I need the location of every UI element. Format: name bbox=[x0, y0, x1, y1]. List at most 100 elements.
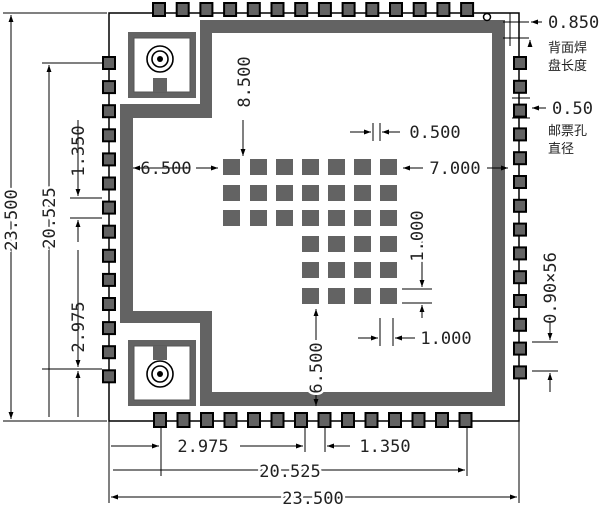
pad-left-10-core bbox=[104, 274, 114, 285]
pad-right-8-core bbox=[515, 224, 525, 235]
dim-pad-pitch-bottom: 1.350 bbox=[359, 437, 410, 457]
grid-pad-r1-c7 bbox=[380, 159, 397, 175]
pad-top-4-core bbox=[225, 4, 236, 15]
pads-right bbox=[513, 56, 527, 380]
antenna-connector-top bbox=[128, 32, 196, 98]
grid-pad-r6-c6 bbox=[354, 288, 371, 304]
pad-bottom-9-core bbox=[343, 414, 353, 426]
grid-pad-r1-c2 bbox=[250, 159, 267, 175]
grid-pad-r3-c4 bbox=[302, 210, 319, 226]
dim-inner-left: 6.500 bbox=[140, 159, 191, 179]
dim-pad-span-bottom: 20.525 bbox=[259, 462, 320, 482]
grid-pad-r4-c5 bbox=[328, 236, 345, 252]
pad-left-5-core bbox=[104, 154, 114, 165]
grid-pad-r5-c7 bbox=[380, 262, 397, 278]
dim-pad-span-left: 20.525 bbox=[40, 187, 60, 248]
grid-pad-r6-c5 bbox=[328, 288, 345, 304]
pad-right-5-core bbox=[515, 153, 525, 164]
grid-pad-r2-c1 bbox=[223, 185, 240, 201]
pad-top-6-core bbox=[272, 4, 283, 15]
pad-left-6-core bbox=[104, 178, 114, 189]
pad-bottom-3-core bbox=[202, 414, 212, 426]
pad-top-14-core bbox=[462, 4, 473, 15]
grid-pad-r4-c4 bbox=[302, 236, 319, 252]
note-hole-diameter-label-1: 邮票孔 bbox=[548, 124, 587, 139]
dim-width-overall: 23.500 bbox=[282, 489, 343, 509]
dim-inner-bottom: 6.500 bbox=[307, 342, 327, 393]
pad-top-2-core bbox=[177, 4, 188, 15]
pad-bottom-13-core bbox=[437, 414, 447, 426]
grid-pad-r5-c6 bbox=[354, 262, 371, 278]
pad-left-14-core bbox=[104, 371, 114, 382]
note-hole-diameter-value: 0.50 bbox=[552, 99, 593, 119]
antenna-connector-bottom bbox=[128, 340, 196, 406]
grid-pad-r1-c4 bbox=[302, 159, 319, 175]
pad-bottom-7-core bbox=[296, 414, 306, 426]
pad-right-12-core bbox=[515, 319, 525, 330]
note-pad-length-value: 0.850 bbox=[548, 13, 599, 33]
pads-bottom bbox=[153, 412, 473, 428]
grid-pad-r6-c4 bbox=[302, 288, 319, 304]
dim-pad-offset-bottom: 2.975 bbox=[177, 437, 228, 457]
pad-bottom-8-core bbox=[319, 414, 330, 426]
dim-inner-right: 7.000 bbox=[429, 159, 480, 179]
note-pad-length-label-2: 盘长度 bbox=[548, 58, 587, 74]
grid-pad-r3-c5 bbox=[328, 210, 345, 226]
dim-grid-pitch-vertical: 1.000 bbox=[408, 210, 428, 261]
dim-pad-pitch-left: 1.350 bbox=[69, 125, 89, 176]
pad-left-7-core bbox=[104, 202, 114, 213]
grid-pad-r3-c1 bbox=[223, 210, 240, 226]
pad-top-10-core bbox=[367, 4, 378, 15]
pad-right-2-core bbox=[515, 81, 525, 92]
pads-left bbox=[102, 56, 116, 384]
dim-grid-gap: 0.500 bbox=[409, 123, 460, 143]
pad-right-7-core bbox=[515, 200, 525, 211]
pad-left-2-core bbox=[104, 82, 114, 93]
pad-left-12-core bbox=[104, 323, 114, 334]
grid-pad-r3-c6 bbox=[354, 210, 371, 226]
pads-top bbox=[152, 2, 475, 17]
grid-pad-r1-c5 bbox=[328, 159, 345, 175]
pad-right-4-core bbox=[515, 129, 525, 140]
grid-pad-r1-c3 bbox=[276, 159, 293, 175]
pad-bottom-11-core bbox=[390, 414, 400, 426]
grid-pad-r2-c5 bbox=[328, 185, 345, 201]
pad-top-1-core bbox=[154, 4, 164, 15]
pad-right-1-core bbox=[515, 58, 525, 68]
grid-pad-r1-c6 bbox=[354, 159, 371, 175]
grid-pad-r2-c7 bbox=[380, 185, 397, 201]
grid-pad-r4-c7 bbox=[380, 236, 397, 252]
pad-bottom-4-core bbox=[225, 414, 236, 426]
dim-grid-pitch-horizontal: 1.000 bbox=[420, 329, 471, 349]
pad-right-11-core bbox=[515, 296, 525, 306]
pad-right-14-core bbox=[515, 367, 525, 378]
pad-top-13-core bbox=[438, 4, 449, 15]
pad-left-4-core bbox=[104, 130, 114, 141]
pad-top-5-core bbox=[248, 4, 259, 15]
pad-top-12-core bbox=[414, 4, 425, 15]
center-pad-grid bbox=[223, 159, 397, 304]
pad-left-1-core bbox=[104, 58, 114, 68]
grid-pad-r3-c2 bbox=[250, 210, 267, 226]
grid-pad-r2-c2 bbox=[250, 185, 267, 201]
pad-right-10-core bbox=[515, 272, 525, 283]
grid-pad-r1-c1 bbox=[223, 159, 240, 175]
pad-bottom-12-core bbox=[413, 414, 424, 426]
pad-right-9-core bbox=[515, 248, 525, 259]
pin1-marker bbox=[482, 12, 492, 22]
grid-pad-r3-c3 bbox=[276, 210, 293, 226]
pad-top-9-core bbox=[343, 4, 354, 15]
dim-height-overall: 23.500 bbox=[2, 189, 22, 250]
pad-left-3-core bbox=[104, 106, 114, 117]
pad-bottom-2-core bbox=[178, 414, 189, 426]
pad-right-6-core bbox=[515, 177, 525, 187]
pad-top-11-core bbox=[391, 4, 401, 15]
pad-bottom-5-core bbox=[249, 414, 259, 426]
pad-bottom-14-core bbox=[460, 414, 471, 426]
grid-pad-r5-c4 bbox=[302, 262, 319, 278]
grid-pad-r2-c3 bbox=[276, 185, 293, 201]
dimension-lines bbox=[3, 12, 558, 503]
note-hole-diameter-label-2: 直径 bbox=[548, 142, 574, 157]
grid-pad-r2-c6 bbox=[354, 185, 371, 201]
